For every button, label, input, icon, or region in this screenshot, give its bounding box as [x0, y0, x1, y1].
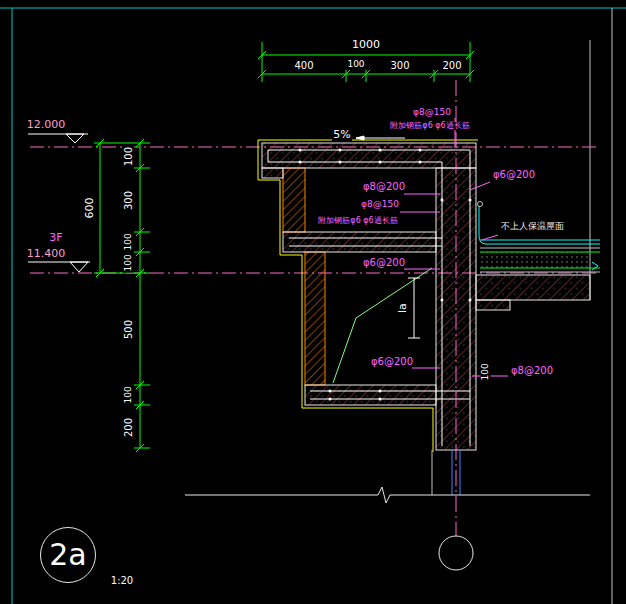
detail-index-circle: 2a	[40, 527, 96, 583]
dimension-text: 100	[124, 145, 135, 166]
dimension-text: 100	[124, 385, 134, 404]
anchor-dimension	[408, 278, 420, 338]
dimension-text: 300	[389, 60, 410, 71]
rebar-note: φ6@200	[362, 257, 406, 268]
elevation-text: 11.400	[26, 248, 67, 260]
detail-index: 2a	[49, 540, 86, 570]
rebar-note: φ8@200	[510, 365, 554, 376]
rebar-note: 附加钢筋φ6 φ6通长筋	[317, 217, 398, 226]
dimension-text: 100	[346, 60, 365, 70]
rebar-lines	[268, 150, 470, 446]
rebar-dots	[299, 149, 472, 401]
dimension-lines	[94, 42, 474, 452]
scale-text: 1:20	[110, 575, 134, 586]
dimension-text: 200	[124, 416, 135, 437]
leader-lines	[400, 118, 508, 376]
floor-label: 3F	[48, 232, 63, 244]
waterproof-line	[258, 140, 478, 452]
break-line	[185, 487, 590, 503]
dimension-text: 300	[124, 189, 135, 210]
dimension-text: 200	[441, 60, 462, 71]
rebar-note: φ6@200	[370, 356, 414, 367]
rebar-note: φ8@150	[360, 200, 400, 210]
axis-line	[432, 80, 473, 570]
dimension-text: 100	[481, 362, 491, 381]
sheet-frame	[0, 8, 626, 604]
dimension-text: 500	[124, 318, 135, 339]
rebar-note: φ8@200	[362, 181, 406, 192]
rebar-note: φ8@150	[412, 108, 452, 118]
dimension-text: 400	[293, 60, 314, 71]
dimension-text: 100	[124, 232, 134, 251]
roof-note: 不上人保温屋面	[500, 222, 565, 232]
anchor-length: la	[397, 302, 409, 314]
masonry-hatch	[283, 168, 325, 385]
dimension-text: 600	[84, 197, 96, 220]
rebar-note: 附加钢筋φ6 φ6通长筋	[389, 122, 470, 131]
concrete-section	[262, 143, 590, 450]
dimension-text: 1000	[351, 39, 381, 51]
slope-text: 5%	[332, 129, 351, 141]
elevation-text: 12.000	[26, 119, 67, 131]
rebar-note: φ6@200	[492, 169, 536, 180]
dimension-text: 100	[124, 253, 134, 272]
slope-arrow	[356, 136, 405, 140]
roof-layers	[478, 202, 601, 273]
